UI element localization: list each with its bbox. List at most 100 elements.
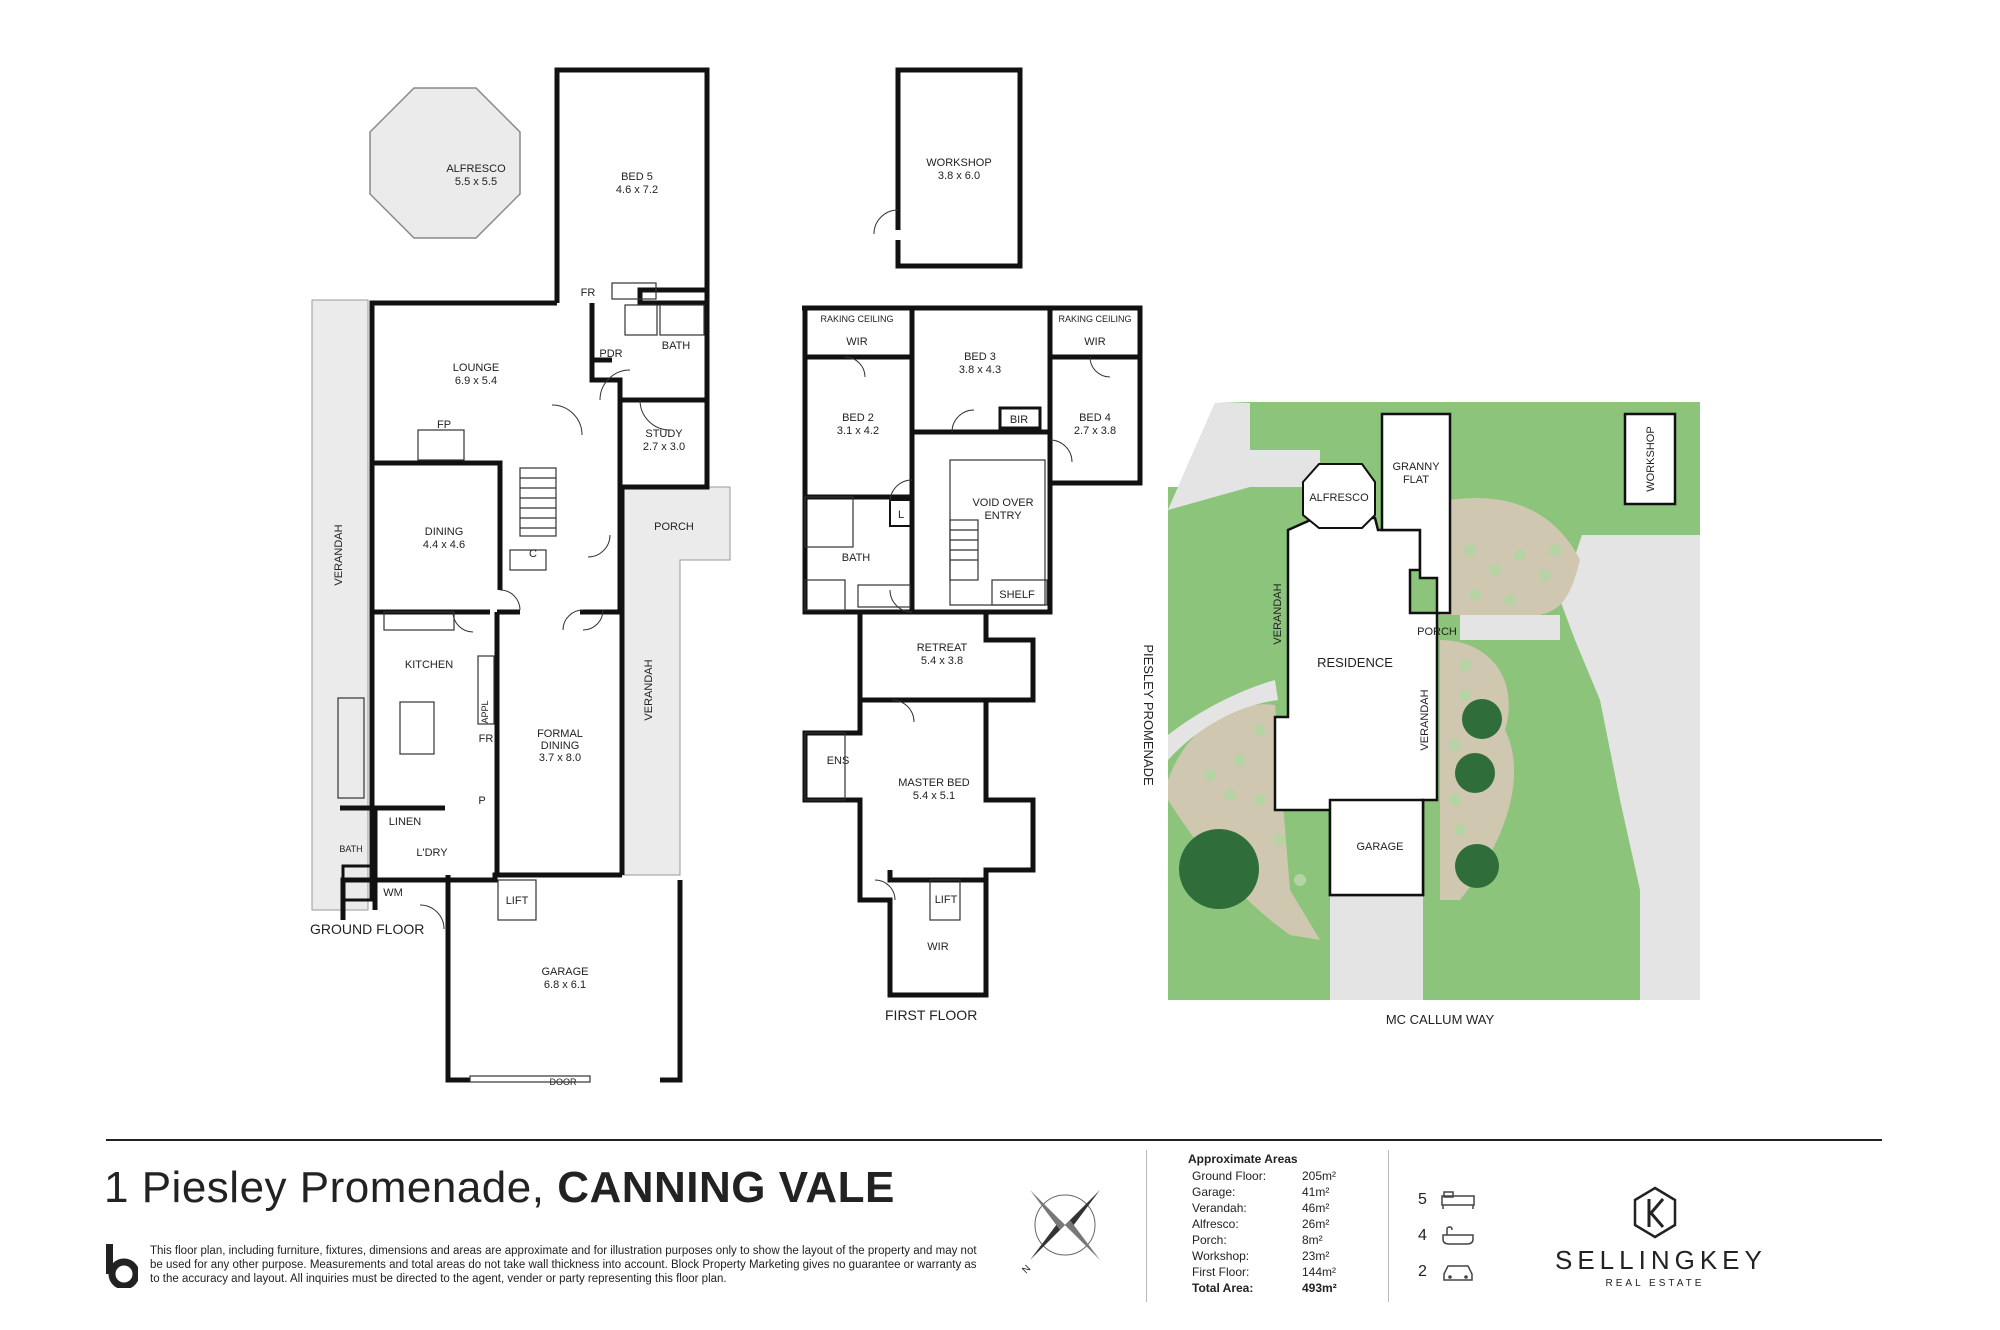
ff-retreat-label: RETREAT bbox=[917, 642, 968, 654]
site-verandah1-label: VERANDAH bbox=[1272, 583, 1284, 644]
site-alfresco-label: ALFRESCO bbox=[1309, 492, 1369, 504]
compass-north-label: N bbox=[1020, 1263, 1033, 1276]
area-row: First Floor: 144m² bbox=[1192, 1264, 1337, 1280]
first-floor-plan: RAKING CEILING WIR BED 3 3.8 x 4.3 RAKIN… bbox=[802, 305, 1143, 1023]
ff-bed2-label: BED 2 bbox=[842, 412, 874, 424]
gf-fp-label: FP bbox=[437, 419, 451, 431]
areas-title: Approximate Areas bbox=[1188, 1152, 1298, 1166]
gf-fr2-label: FR bbox=[479, 733, 494, 745]
ff-wir3-label: WIR bbox=[927, 941, 948, 953]
area-value: 41m² bbox=[1302, 1185, 1330, 1199]
areas-table: Ground Floor:205m² Garage: 41m² Verandah:… bbox=[1192, 1168, 1337, 1296]
area-label: Alfresco: bbox=[1192, 1217, 1239, 1231]
gf-dining-dim: 4.4 x 4.6 bbox=[423, 539, 465, 551]
area-row: Alfresco: 26m² bbox=[1192, 1216, 1337, 1232]
gf-bed5-dim: 4.6 x 7.2 bbox=[616, 184, 658, 196]
site-flat-label: FLAT bbox=[1403, 474, 1429, 486]
verandah-left-area bbox=[311, 299, 369, 911]
area-row: Verandah: 46m² bbox=[1192, 1200, 1337, 1216]
ff-bath-label: BATH bbox=[842, 552, 871, 564]
gf-formal-dining-label: DINING bbox=[541, 740, 580, 752]
site-garage-label: GARAGE bbox=[1356, 841, 1403, 853]
gf-dining-label: DINING bbox=[425, 526, 464, 538]
site-residence-label: RESIDENCE bbox=[1317, 655, 1393, 670]
area-label: Verandah: bbox=[1192, 1201, 1247, 1215]
gf-kitchen-label: KITCHEN bbox=[405, 659, 453, 671]
cars-count: 2 bbox=[1418, 1263, 1427, 1280]
gf-c-label: C bbox=[529, 548, 537, 560]
total-area-value: 493m² bbox=[1302, 1281, 1337, 1295]
area-value: 205m² bbox=[1302, 1169, 1337, 1183]
alfresco-octagon bbox=[369, 87, 521, 239]
ff-bed4-dim: 2.7 x 3.8 bbox=[1074, 425, 1116, 437]
area-value: 26m² bbox=[1302, 1217, 1330, 1231]
cars-stat: 2 bbox=[1418, 1254, 1476, 1290]
gf-linen-label: LINEN bbox=[389, 816, 421, 828]
site-street-side-label: PIESLEY PROMENADE bbox=[1141, 644, 1156, 786]
area-label: Porch: bbox=[1192, 1233, 1227, 1247]
site-plan: ALFRESCO GRANNY FLAT WORKSHOP VERANDAH V… bbox=[1141, 402, 1700, 1027]
ff-bed3-label: BED 3 bbox=[964, 351, 996, 363]
footer-divider bbox=[106, 1139, 1882, 1141]
gf-fr-label: FR bbox=[581, 287, 596, 299]
beds-stat: 5 bbox=[1418, 1182, 1476, 1218]
area-value: 144m² bbox=[1302, 1265, 1337, 1279]
ff-l-label: L bbox=[898, 509, 904, 521]
site-workshop-label: WORKSHOP bbox=[1645, 426, 1657, 491]
total-area-label: Total Area: bbox=[1192, 1281, 1254, 1295]
gf-p-label: P bbox=[478, 795, 485, 807]
verandah-right-area bbox=[621, 486, 731, 876]
ff-bed2-dim: 3.1 x 4.2 bbox=[837, 425, 879, 437]
sellingkey-brand: SELLINGKEY REAL ESTATE bbox=[1555, 1185, 1762, 1289]
disclaimer-text: This floor plan, including furniture, fi… bbox=[150, 1245, 977, 1285]
gf-lounge-label: LOUNGE bbox=[453, 362, 499, 374]
gf-verandah-left-label: VERANDAH bbox=[333, 524, 345, 585]
sellingkey-logo-icon bbox=[1633, 1186, 1677, 1239]
gf-door-label: DOOR bbox=[550, 1077, 578, 1087]
footer-separator bbox=[1388, 1150, 1389, 1302]
ff-bed3-dim: 3.8 x 4.3 bbox=[959, 364, 1001, 376]
gf-alfresco-label: ALFRESCO bbox=[446, 163, 506, 175]
gf-alfresco-dim: 5.5 x 5.5 bbox=[455, 176, 497, 188]
gf-verandah-right-label: VERANDAH bbox=[643, 659, 655, 720]
site-verandah2-label: VERANDAH bbox=[1419, 689, 1431, 750]
ff-raking2-label: RAKING CEILING bbox=[1058, 314, 1131, 324]
area-label: Garage: bbox=[1192, 1185, 1236, 1199]
address-street: 1 Piesley Promenade, bbox=[104, 1163, 558, 1212]
gf-formal-label: FORMAL bbox=[537, 728, 583, 740]
gf-garage-dim: 6.8 x 6.1 bbox=[544, 979, 586, 991]
site-porch-label: PORCH bbox=[1417, 626, 1457, 638]
ff-shelf-label: SHELF bbox=[999, 589, 1035, 601]
gf-bath2-label: BATH bbox=[339, 844, 362, 854]
ff-entry-label: ENTRY bbox=[984, 510, 1022, 522]
workshop-plan: WORKSHOP 3.8 x 6.0 bbox=[873, 67, 1023, 269]
baths-count: 4 bbox=[1418, 1227, 1427, 1244]
site-granny-label: GRANNY bbox=[1392, 461, 1440, 473]
ground-floor-plan: ALFRESCO 5.5 x 5.5 BED 5 4.6 x 7.2 FR LO… bbox=[310, 67, 731, 1087]
area-row: Garage: 41m² bbox=[1192, 1184, 1337, 1200]
footer-separator bbox=[1146, 1150, 1147, 1302]
area-label: Workshop: bbox=[1192, 1249, 1250, 1263]
ff-wir2-label: WIR bbox=[1084, 336, 1105, 348]
first-floor-label: FIRST FLOOR bbox=[885, 1007, 977, 1023]
area-row: Porch:8m² bbox=[1192, 1232, 1337, 1248]
gf-porch-label: PORCH bbox=[654, 521, 694, 533]
gf-bath-label: BATH bbox=[662, 340, 691, 352]
area-label: First Floor: bbox=[1192, 1265, 1250, 1279]
ff-wir1-label: WIR bbox=[846, 336, 867, 348]
total-area-row: Total Area: 493m² bbox=[1192, 1280, 1337, 1296]
ff-ens-label: ENS bbox=[827, 755, 850, 767]
ff-master-label: MASTER BED bbox=[898, 777, 970, 789]
area-value: 46m² bbox=[1302, 1201, 1330, 1215]
gf-wm-label: WM bbox=[383, 887, 403, 899]
workshop-label: WORKSHOP bbox=[926, 157, 991, 169]
ff-retreat-dim: 5.4 x 3.8 bbox=[921, 655, 963, 667]
brand-subtitle: REAL ESTATE bbox=[1605, 1278, 1705, 1289]
ground-floor-label: GROUND FLOOR bbox=[310, 921, 424, 937]
ff-bed4-label: BED 4 bbox=[1079, 412, 1111, 424]
gf-pdr-label: PDR bbox=[599, 348, 622, 360]
property-address: 1 Piesley Promenade, CANNING VALE bbox=[104, 1163, 895, 1213]
area-row: Ground Floor:205m² bbox=[1192, 1168, 1337, 1184]
gf-bed5-label: BED 5 bbox=[621, 171, 653, 183]
